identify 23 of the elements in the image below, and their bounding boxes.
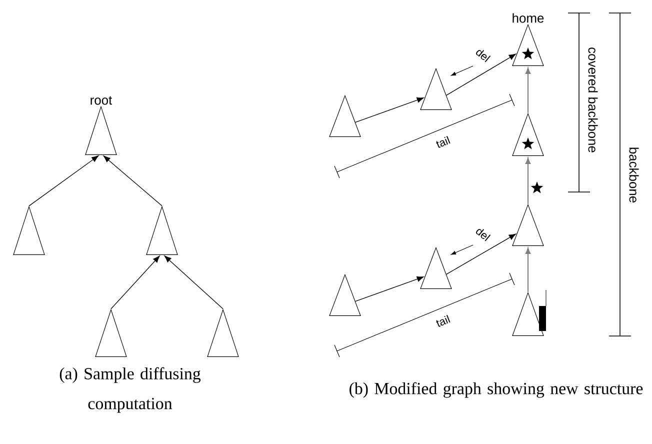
dimension-label: tail xyxy=(436,314,450,327)
dimension-label: tail xyxy=(436,136,450,148)
triangle-node: home xyxy=(512,13,544,66)
triangle-node: root xyxy=(85,96,117,155)
caption: (b) Modified graph showing new structure xyxy=(350,382,643,398)
node-label: home xyxy=(512,13,544,23)
arrow xyxy=(110,256,160,310)
dimension-label: covered backbone xyxy=(588,48,598,152)
arrow xyxy=(355,97,424,123)
arrow xyxy=(103,156,162,206)
arrow xyxy=(525,68,531,113)
direction-label: del xyxy=(476,50,491,62)
arrow xyxy=(164,256,224,310)
arrow xyxy=(446,54,516,96)
caption: (a) Sample diffusing computation xyxy=(60,367,201,413)
arrow xyxy=(525,158,531,204)
arrow xyxy=(446,234,516,275)
direction-label: del xyxy=(476,228,491,242)
node-label: root xyxy=(90,96,112,105)
arrow xyxy=(525,248,531,292)
arrow xyxy=(28,156,99,206)
dimension-label: backbone xyxy=(629,148,639,202)
arrow xyxy=(355,276,424,302)
